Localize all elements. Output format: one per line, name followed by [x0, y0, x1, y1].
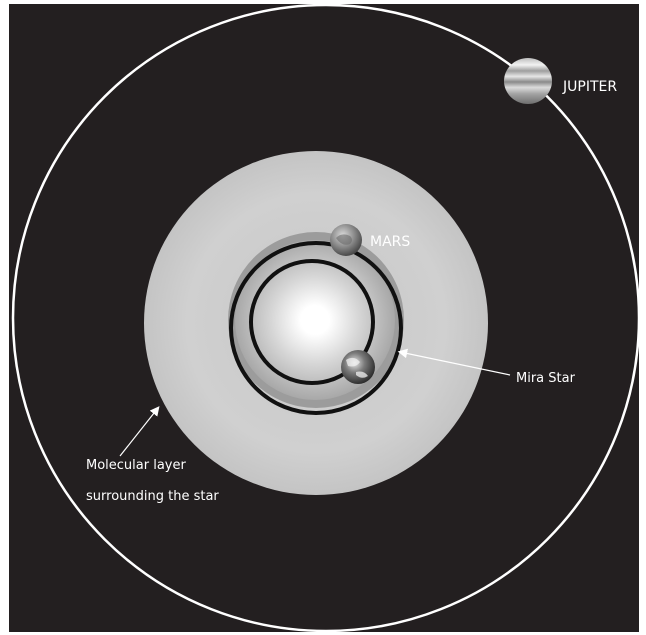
mars-surface-detail — [336, 234, 352, 245]
molecular-layer-label-line1: Molecular layer — [86, 458, 186, 473]
jupiter-planet — [504, 58, 552, 104]
mira-star-label: Mira Star — [516, 371, 576, 386]
jupiter-label: JUPITER — [562, 79, 617, 95]
earth-planet — [341, 350, 375, 384]
earth-cloud-detail — [346, 357, 368, 378]
mars-label: MARS — [370, 234, 410, 250]
mars-orbit — [229, 241, 403, 415]
earth-orbit — [249, 259, 375, 385]
jupiter-orbit — [11, 3, 641, 633]
molecular-layer-label-line2: surrounding the star — [86, 489, 219, 504]
mira-star-pointer — [397, 348, 511, 376]
molecular-layer-pointer — [119, 406, 160, 457]
